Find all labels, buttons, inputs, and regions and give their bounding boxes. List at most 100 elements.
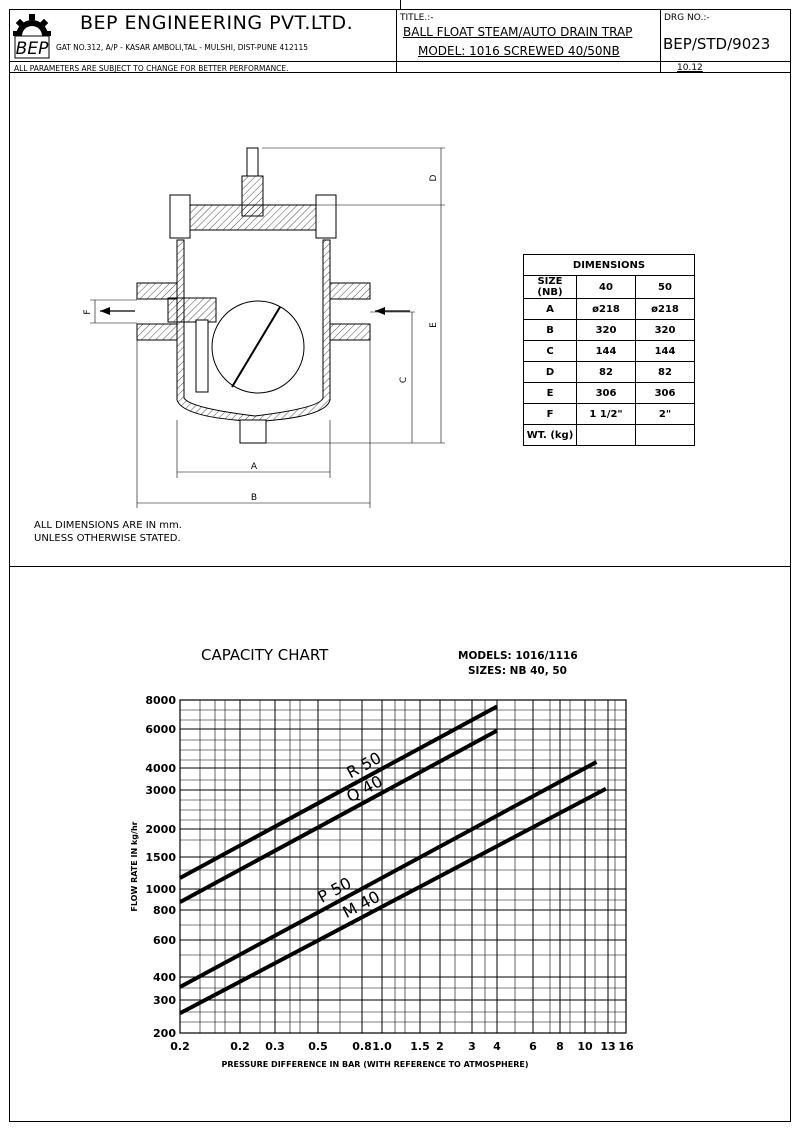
chart-sizes: SIZES: NB 40, 50 bbox=[468, 665, 567, 677]
series-line-q40 bbox=[179, 728, 498, 904]
series-line-p50 bbox=[179, 760, 598, 989]
title-divider-2 bbox=[660, 9, 661, 73]
company-logo: BEP bbox=[13, 14, 51, 59]
table-cell: 320 bbox=[635, 319, 695, 341]
table-cell: 144 bbox=[576, 340, 636, 362]
outlet-pipe bbox=[195, 319, 209, 393]
y-tick-label: 300 bbox=[153, 994, 176, 1007]
x-tick-label: 10 bbox=[577, 1040, 593, 1053]
x-tick-label: 0.5 bbox=[308, 1040, 328, 1053]
chart-models: MODELS: 1016/1116 bbox=[458, 650, 578, 662]
table-cell: 40 bbox=[576, 275, 636, 299]
bolt-right bbox=[315, 194, 337, 239]
table-row: WT. (kg) bbox=[523, 424, 695, 446]
x-tick-label: 0.2 bbox=[230, 1040, 250, 1053]
table-cell: C bbox=[523, 340, 577, 362]
title-line-1: BALL FLOAT STEAM/AUTO DRAIN TRAP bbox=[403, 25, 633, 39]
y-tick-label: 200 bbox=[153, 1027, 176, 1040]
table-cell: A bbox=[523, 298, 577, 320]
series-line-m40 bbox=[179, 786, 607, 1015]
flange-left-top bbox=[136, 282, 178, 300]
table-cell: 306 bbox=[635, 382, 695, 404]
disclaimer: ALL PARAMETERS ARE SUBJECT TO CHANGE FOR… bbox=[14, 63, 289, 73]
x-tick-label: 0.2 bbox=[170, 1040, 190, 1053]
table-title: DIMENSIONS bbox=[523, 254, 695, 276]
x-tick-label: 16 bbox=[618, 1040, 634, 1053]
table-cell: E bbox=[523, 382, 577, 404]
title-block bbox=[9, 9, 791, 73]
table-cell bbox=[635, 424, 695, 446]
dim-label-a: A bbox=[251, 462, 258, 472]
drg-number: BEP/STD/9023 bbox=[663, 35, 771, 53]
table-cell: ø218 bbox=[576, 298, 636, 320]
y-tick-label: 800 bbox=[153, 904, 176, 917]
table-cell: ø218 bbox=[635, 298, 695, 320]
ball-float bbox=[211, 300, 305, 394]
table-cell: 1 1/2" bbox=[576, 403, 636, 425]
x-tick-label: 4 bbox=[493, 1040, 501, 1053]
y-tick-label: 400 bbox=[153, 971, 176, 984]
svg-text:BEP: BEP bbox=[16, 39, 49, 59]
bolt-left bbox=[169, 194, 191, 239]
table-cell: 2" bbox=[635, 403, 695, 425]
table-cell: 82 bbox=[635, 361, 695, 383]
plot-area bbox=[179, 699, 627, 1034]
revision: 10.12 bbox=[677, 63, 703, 73]
trap-section-drawing: A B C D E F bbox=[83, 147, 445, 508]
y-tick-label: 1500 bbox=[145, 851, 176, 864]
company-name: BEP ENGINEERING PVT.LTD. bbox=[80, 12, 354, 34]
dim-label-b: B bbox=[251, 493, 257, 503]
drg-label: DRG NO.:- bbox=[664, 13, 710, 23]
table-cell: 82 bbox=[576, 361, 636, 383]
y-tick-label: 600 bbox=[153, 934, 176, 947]
table-cell: F bbox=[523, 403, 577, 425]
y-tick-label: 6000 bbox=[145, 723, 176, 736]
table-cell: 306 bbox=[576, 382, 636, 404]
table-cell: 144 bbox=[635, 340, 695, 362]
table-cell: B bbox=[523, 319, 577, 341]
title-line-2: MODEL: 1016 SCREWED 40/50NB bbox=[418, 44, 620, 58]
body-wall bbox=[176, 239, 331, 423]
table-cell bbox=[576, 424, 636, 446]
table-cell: 320 bbox=[576, 319, 636, 341]
title-label: TITLE.:- bbox=[400, 13, 434, 23]
x-tick-label: 0.3 bbox=[265, 1040, 285, 1053]
y-axis-label: FLOW RATE IN kg/hr bbox=[130, 821, 139, 911]
air-vent-valve bbox=[241, 175, 264, 217]
x-tick-label: 1.0 bbox=[372, 1040, 392, 1053]
x-axis-label: PRESSURE DIFFERENCE IN BAR (WITH REFEREN… bbox=[222, 1060, 529, 1069]
y-tick-label: 8000 bbox=[145, 694, 176, 707]
flange-right-top bbox=[329, 282, 371, 300]
title-divider-1 bbox=[396, 9, 397, 73]
drain-plug bbox=[239, 419, 267, 444]
title-hline bbox=[9, 61, 791, 62]
units-note-line-1: ALL DIMENSIONS ARE IN mm. bbox=[34, 520, 182, 531]
y-tick-label: 1000 bbox=[145, 883, 176, 896]
chart-title: CAPACITY CHART bbox=[201, 646, 329, 664]
x-tick-label: 1.5 bbox=[410, 1040, 430, 1053]
frame-top-mark bbox=[400, 0, 401, 9]
table-cell: SIZE (NB) bbox=[523, 275, 577, 299]
dim-label-f: F bbox=[83, 309, 93, 314]
x-tick-label: 2 bbox=[436, 1040, 444, 1053]
company-address: GAT NO.312, A/P - KASAR AMBOLI,TAL - MUL… bbox=[56, 42, 308, 52]
flange-right-bottom bbox=[329, 323, 371, 341]
dim-label-c: C bbox=[399, 377, 409, 383]
dim-label-e: E bbox=[429, 322, 439, 328]
section-divider bbox=[9, 566, 791, 567]
x-tick-label: 0.8 bbox=[352, 1040, 372, 1053]
flange-left-bottom bbox=[136, 323, 178, 341]
series-line-r50 bbox=[179, 704, 498, 880]
x-tick-label: 3 bbox=[468, 1040, 476, 1053]
table-cell: WT. (kg) bbox=[523, 424, 577, 446]
table-cell: 50 bbox=[635, 275, 695, 299]
outlet-seat bbox=[167, 297, 217, 323]
table-header-row: SIZE (NB) 40 50 bbox=[523, 275, 695, 299]
y-tick-label: 2000 bbox=[145, 823, 176, 836]
